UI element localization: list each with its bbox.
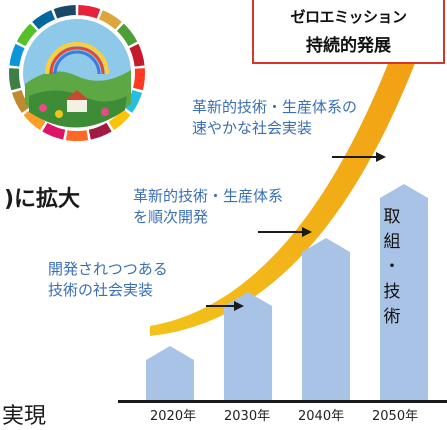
column-label-char: 術 (383, 307, 401, 327)
bar-2030年 (224, 292, 272, 400)
goal-callout: ゼロエミッション 持続的発展 (252, 0, 445, 64)
sdg-segment (88, 122, 112, 140)
sdg-segment (53, 5, 76, 19)
sdgs-wheel-icon (9, 5, 145, 142)
sdg-segment (9, 68, 21, 91)
bar-2050年 (380, 184, 428, 400)
sdg-segment (99, 10, 122, 30)
sdg-segment (42, 122, 66, 140)
sdg-segment (108, 108, 131, 131)
sdg-segment (78, 5, 101, 19)
column-label-char: ・ (383, 257, 401, 277)
sdg-segment (32, 10, 55, 30)
sdg-segment (11, 89, 31, 113)
stage-label-line2: 技術の社会実装 (48, 281, 154, 299)
stage-label-line1: 革新的技術・生産体系 (133, 187, 284, 205)
sdg-segment (129, 43, 145, 67)
sdg-segment (116, 23, 138, 47)
stage-label-implementation: 革新的技術・生産体系の 速やかな社会実装 (192, 97, 357, 139)
tick-label-2020: 2020年 (150, 409, 197, 424)
callout-line2: 持続的発展 (306, 36, 391, 56)
stage-label-deployment: 開発されつつある 技術の社会実装 (48, 259, 168, 301)
bottom-text-fragment: 実現 (2, 404, 47, 429)
stage-label-line1: 革新的技術・生産体系の (192, 98, 358, 116)
sdg-segment (16, 23, 38, 47)
stage-label-line2: 速やかな社会実装 (192, 119, 313, 137)
column-label-char: 組 (383, 232, 401, 252)
sdg-segment (23, 108, 46, 131)
sdg-segment (9, 43, 25, 67)
tick-label-2040: 2040年 (298, 409, 345, 424)
bar-2040年 (302, 238, 350, 400)
stage-label-development: 革新的技術・生産体系 を順次開発 (133, 186, 283, 228)
timeline-axis (118, 400, 447, 403)
column-label: 取 組 ・ 技 術 (380, 205, 404, 330)
sdg-segment (123, 89, 143, 113)
bar-2020年 (146, 346, 194, 400)
stage-label-line1: 開発されつつある (48, 260, 168, 278)
sdg-segment (65, 130, 89, 142)
column-label-char: 技 (383, 282, 401, 302)
tick-label-2030: 2030年 (224, 409, 271, 424)
column-label-char: 取 (383, 207, 401, 227)
stage-label-line2: を順次開発 (133, 208, 209, 226)
heading-fragment: )に拡大 (4, 187, 81, 212)
tick-label-2050: 2050年 (372, 409, 419, 424)
callout-line1: ゼロエミッション (290, 8, 407, 26)
sdg-segment (133, 68, 145, 91)
